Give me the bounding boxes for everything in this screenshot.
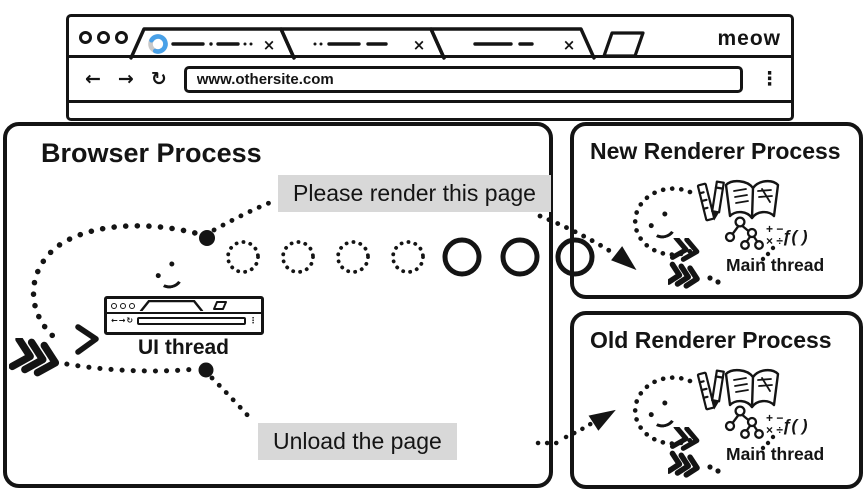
- main-thread-label: Main thread: [726, 255, 825, 275]
- mini-nav-icons: ←→↻: [111, 315, 135, 325]
- browser-process-title: Browser Process: [41, 138, 262, 168]
- dom-tree-icon: [724, 216, 764, 250]
- tab-title-scribble: [171, 42, 253, 46]
- mini-browser-icon: ←→↻ ⋮: [104, 296, 264, 335]
- window-buttons: [79, 31, 128, 44]
- tab-close-icon[interactable]: ×: [413, 36, 426, 54]
- function-icon: ƒ( ): [782, 416, 808, 435]
- new-renderer-process-box: New Renderer Process: [570, 122, 863, 299]
- work-icons: + − × ÷ ƒ( ): [696, 369, 808, 451]
- main-thread-cluster: + − × ÷ ƒ( ): [574, 126, 859, 295]
- main-thread-cluster: + − × ÷ ƒ( ): [574, 315, 859, 485]
- math-icon: × ÷: [766, 423, 783, 437]
- book-icon: [724, 369, 780, 409]
- tab-1[interactable]: ×: [129, 27, 296, 60]
- math-icon: + −: [766, 222, 783, 236]
- mini-new-tab-icon: [213, 300, 227, 310]
- smiley-mouth: [155, 264, 185, 292]
- new-tab-button[interactable]: [602, 31, 645, 58]
- tab-close-icon[interactable]: ×: [263, 36, 276, 54]
- ui-thread-label: UI thread: [138, 336, 230, 359]
- function-icon: ƒ( ): [782, 227, 808, 246]
- tab-bar: × × ×: [69, 17, 791, 60]
- dom-tree-icon: [724, 405, 764, 439]
- window-button-icon[interactable]: [97, 31, 110, 44]
- reload-icon[interactable]: ↻: [150, 67, 167, 90]
- book-icon: [724, 180, 780, 220]
- math-icon: × ÷: [766, 234, 783, 248]
- mini-tab-icon: [139, 300, 204, 311]
- trailing-dots: [760, 434, 776, 451]
- mini-window-button-icon: [111, 302, 117, 309]
- main-thread-label: Main thread: [726, 444, 825, 464]
- trailing-dots: [760, 245, 776, 262]
- thread-arrow-chevrons-icon: [668, 238, 721, 289]
- fast-chevrons-icon: [9, 338, 60, 377]
- math-icon: + −: [766, 411, 783, 425]
- ruler-icon: [696, 182, 716, 222]
- spinner-icon-arc: [148, 34, 168, 54]
- tab-3[interactable]: ×: [429, 27, 596, 60]
- work-icons: + − × ÷ ƒ( ): [696, 180, 808, 262]
- pencil-icon: [711, 369, 725, 410]
- smiley-face-icon: [149, 254, 192, 296]
- ruler-icon: [696, 371, 716, 411]
- tab-strip: × × ×: [129, 27, 645, 60]
- render-page-message: Please render this page: [278, 175, 551, 212]
- mini-window-button-icon: [120, 302, 126, 309]
- back-icon[interactable]: ←: [85, 67, 101, 90]
- unload-page-message: Unload the page: [258, 423, 457, 460]
- tab-2[interactable]: ×: [279, 27, 446, 60]
- brand-text: meow: [717, 27, 781, 50]
- mini-url-box: [137, 316, 246, 325]
- tab-close-icon[interactable]: ×: [563, 36, 576, 54]
- url-input[interactable]: [183, 65, 743, 93]
- menu-icon[interactable]: ⋮: [760, 68, 779, 90]
- old-renderer-title: Old Renderer Process: [590, 327, 832, 353]
- tab-title-scribble: [313, 42, 388, 46]
- window-button-icon[interactable]: [79, 31, 92, 44]
- browser-window: × × ×: [66, 14, 794, 121]
- forward-icon[interactable]: →: [117, 67, 134, 90]
- old-renderer-process-box: Old Renderer Process: [570, 311, 863, 489]
- mini-menu-icon: ⋮: [249, 315, 257, 325]
- pencil-icon: [711, 180, 725, 221]
- new-renderer-title: New Renderer Process: [590, 138, 841, 164]
- navigation-toolbar: ← → ↻ ⋮: [69, 58, 791, 103]
- dot-trail: [707, 275, 721, 285]
- dot-trail: [707, 464, 721, 474]
- thread-arrow-chevrons-icon: [668, 427, 721, 478]
- window-button-icon[interactable]: [115, 31, 128, 44]
- mini-window-button-icon: [129, 302, 135, 309]
- mini-browser-toolbar: ←→↻ ⋮: [107, 314, 261, 327]
- mini-browser-tabbar: [107, 299, 261, 314]
